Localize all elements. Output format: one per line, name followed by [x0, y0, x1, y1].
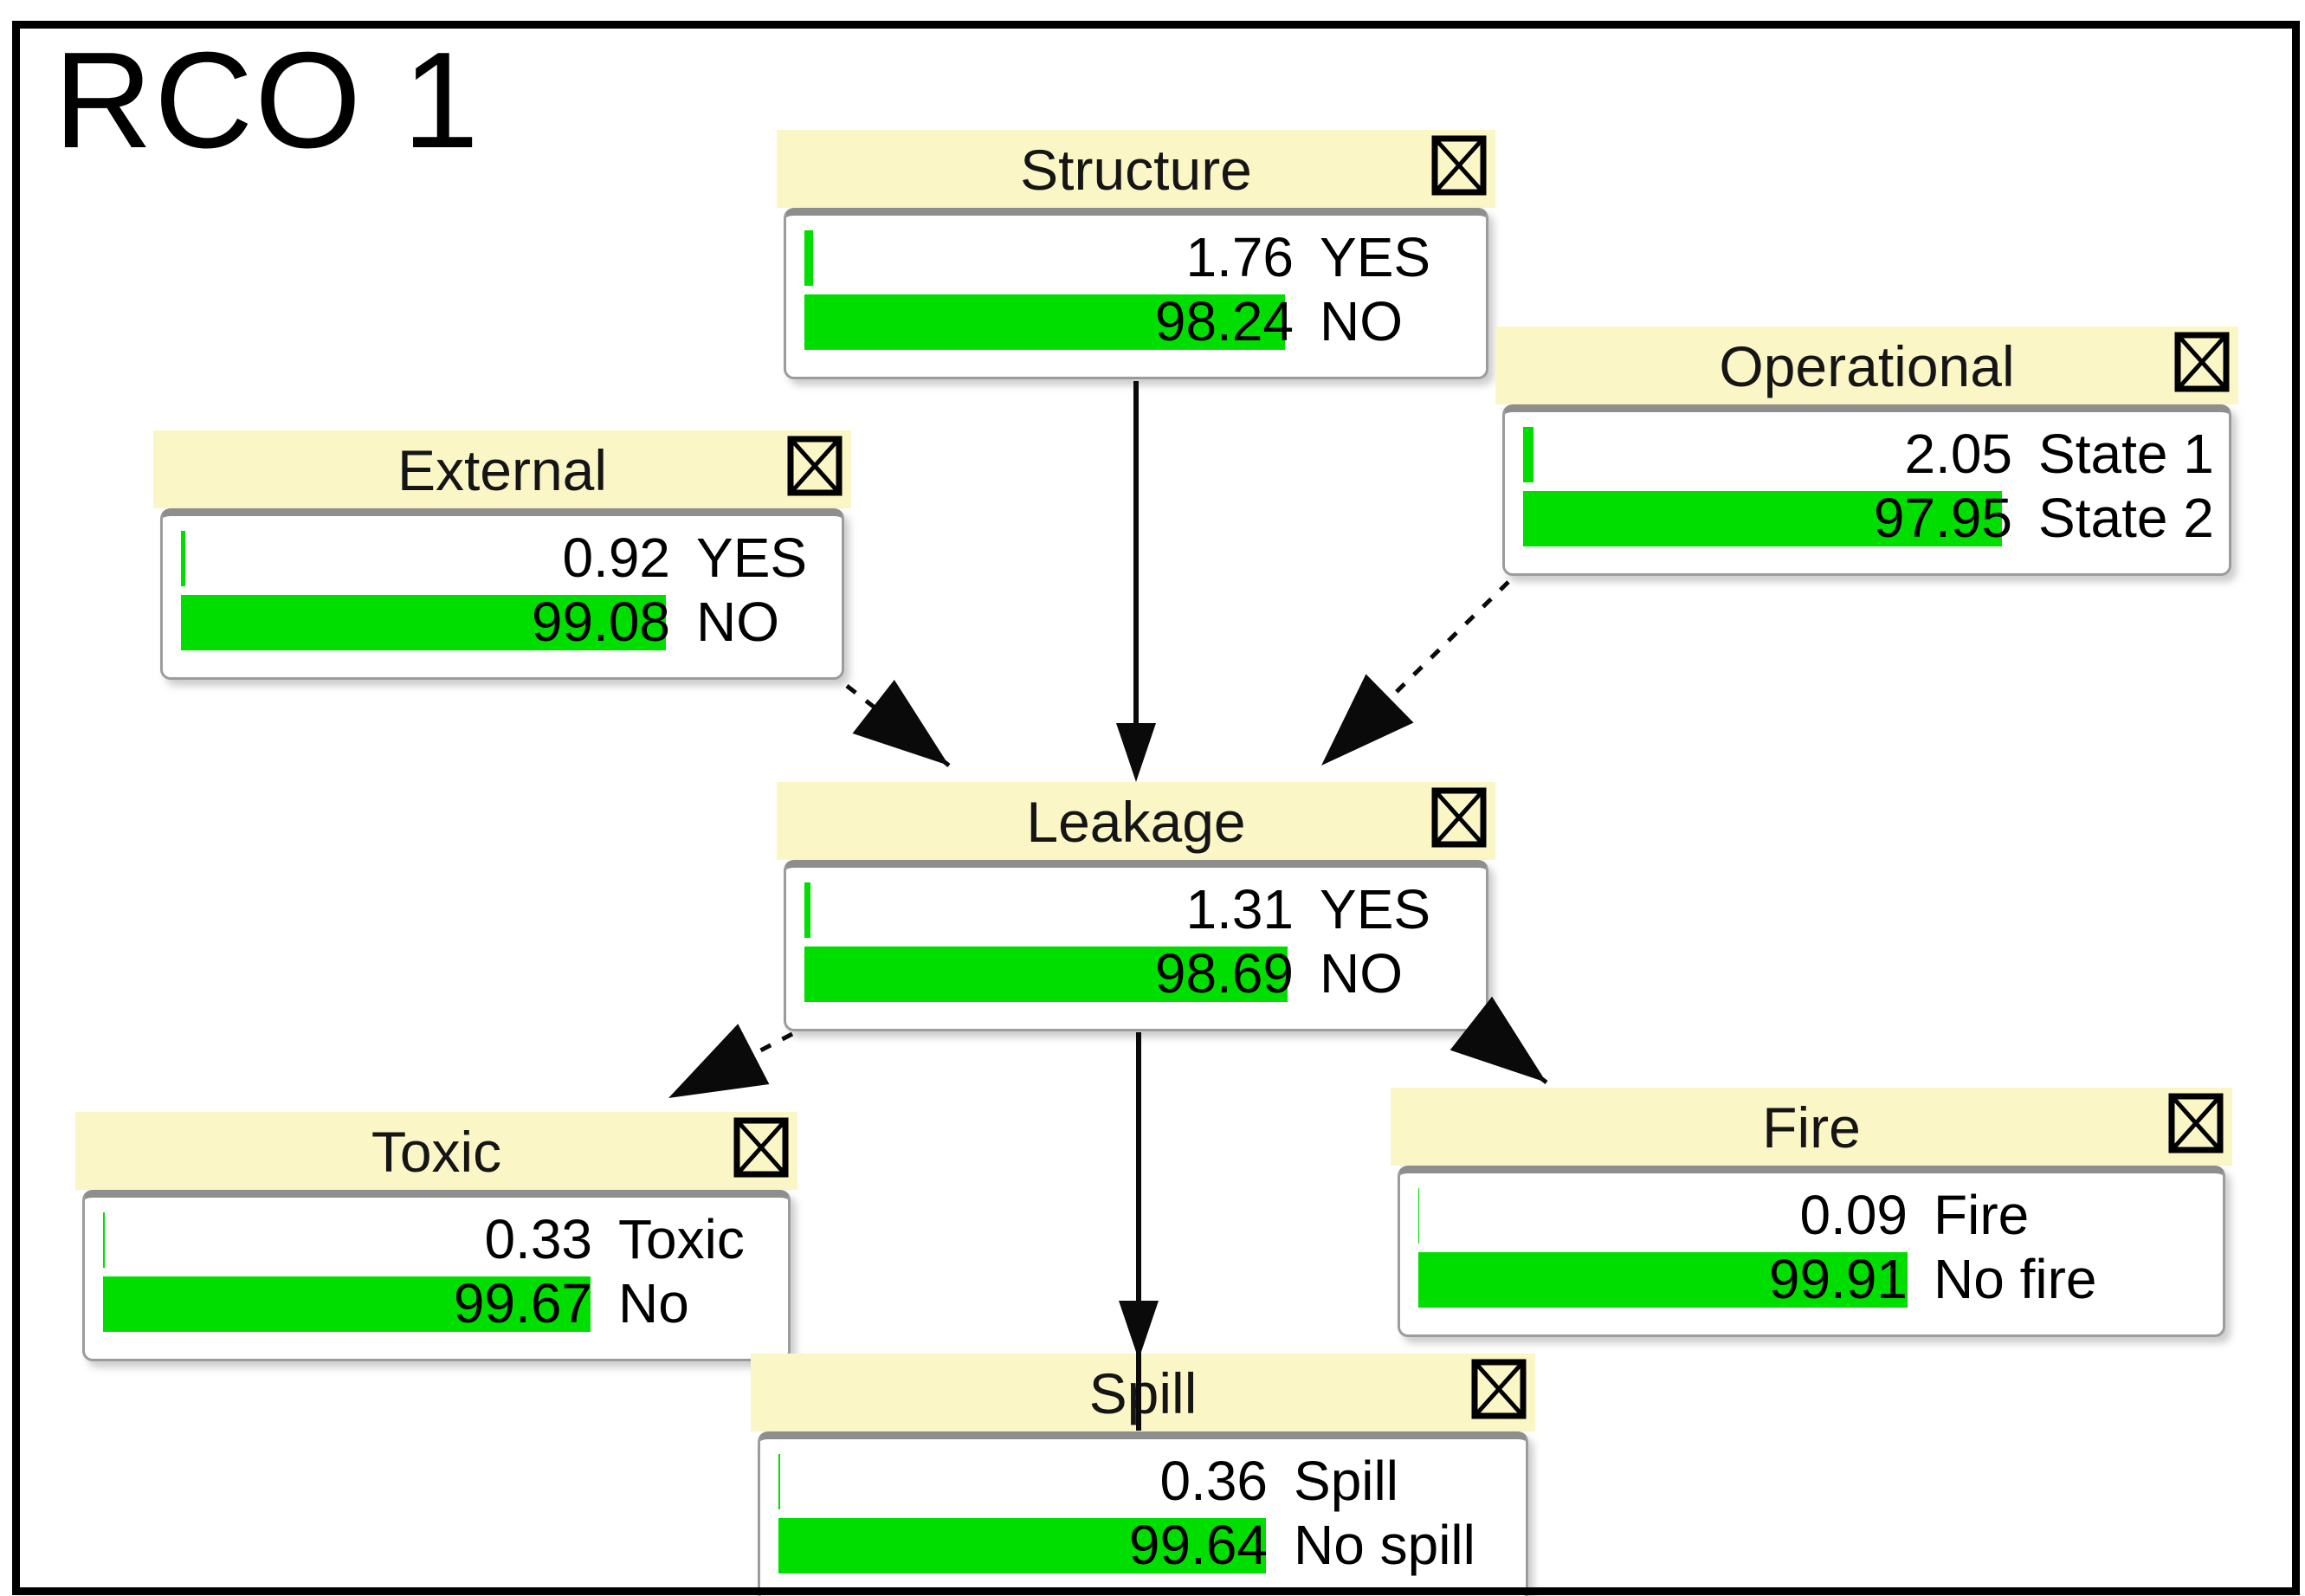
node-header[interactable]: Structure	[777, 130, 1495, 208]
node-toxic[interactable]: Toxic 0.33 Toxic 99.67 No	[75, 1112, 797, 1361]
state-label: NO	[696, 591, 779, 653]
edge-external-leakage	[845, 679, 951, 767]
state-label: Fire	[1934, 1184, 2030, 1246]
state-label: YES	[1320, 878, 1431, 940]
node-header[interactable]: Operational	[1495, 326, 2238, 404]
probability-bar	[804, 882, 811, 938]
node-body: 0.92 YES 99.08 NO	[160, 508, 844, 680]
state-row: 1.76 YES	[804, 226, 1486, 288]
state-row: 99.64 No spill	[778, 1514, 1526, 1576]
state-row: 2.05 State 1	[1523, 423, 2229, 484]
probability-bar	[1523, 427, 1533, 482]
node-body: 0.33 Toxic 99.67 No	[82, 1190, 791, 1361]
node-body: 1.76 YES 98.24 NO	[784, 208, 1488, 379]
state-probability: 0.09	[1799, 1184, 1908, 1246]
node-fire[interactable]: Fire 0.09 Fire 99.91 No fire	[1391, 1088, 2232, 1337]
node-header[interactable]: External	[153, 430, 851, 508]
edge-leakage-fire	[1450, 996, 1548, 1084]
probability-bar	[778, 1454, 780, 1509]
state-probability: 0.92	[562, 527, 670, 589]
state-row: 0.09 Fire	[1418, 1184, 2223, 1246]
probability-bar	[804, 230, 813, 286]
node-header[interactable]: Spill	[751, 1354, 1535, 1431]
state-label: No fire	[1934, 1248, 2097, 1310]
node-title: Spill	[1088, 1361, 1198, 1425]
state-probability: 0.33	[484, 1208, 592, 1270]
node-title: Toxic	[371, 1120, 502, 1184]
node-spill[interactable]: Spill 0.36 Spill 99.64 No spill	[751, 1354, 1535, 1596]
x-box-icon[interactable]	[2168, 1093, 2224, 1153]
node-leakage[interactable]: Leakage 1.31 YES 98.69 NO	[777, 782, 1495, 1031]
node-external[interactable]: External 0.92 YES 99.08 NO	[153, 430, 851, 680]
x-box-icon[interactable]	[1471, 1359, 1527, 1419]
node-body: 0.09 Fire 99.91 No fire	[1398, 1166, 2225, 1337]
state-label: NO	[1320, 290, 1403, 352]
state-row: 98.24 NO	[804, 290, 1486, 352]
state-label: YES	[696, 527, 808, 589]
state-label: NO	[1320, 942, 1403, 1005]
node-title: Structure	[1020, 138, 1252, 202]
state-row: 0.92 YES	[181, 527, 842, 588]
state-label: YES	[1320, 226, 1431, 288]
state-probability: 1.31	[1185, 878, 1294, 940]
state-probability: 99.08	[531, 591, 670, 653]
node-body: 0.36 Spill 99.64 No spill	[758, 1431, 1528, 1596]
edge-structure-leakage-arrowhead	[1116, 723, 1156, 782]
node-header[interactable]: Leakage	[777, 782, 1495, 860]
edge-operational-leakage	[1320, 580, 1510, 767]
state-label: No spill	[1294, 1514, 1475, 1576]
x-box-icon[interactable]	[787, 436, 843, 496]
node-body: 2.05 State 1 97.95 State 2	[1502, 404, 2231, 576]
probability-bar	[1418, 1252, 1908, 1308]
probability-bar	[778, 1518, 1266, 1573]
state-probability: 99.91	[1768, 1248, 1908, 1310]
probability-bar	[804, 947, 1288, 1002]
node-header[interactable]: Toxic	[75, 1112, 797, 1190]
probability-bar	[103, 1276, 591, 1332]
node-title: Fire	[1762, 1095, 1861, 1160]
state-probability: 2.05	[1904, 423, 2012, 485]
state-label: Spill	[1294, 1450, 1398, 1512]
state-probability: 0.36	[1159, 1450, 1268, 1512]
node-header[interactable]: Fire	[1391, 1088, 2232, 1166]
probability-bar	[103, 1212, 105, 1268]
state-row: 0.36 Spill	[778, 1450, 1526, 1512]
probability-bar	[181, 531, 186, 586]
state-probability: 1.76	[1185, 226, 1294, 288]
probability-bar	[1418, 1188, 1419, 1244]
state-probability: 98.69	[1154, 942, 1294, 1005]
state-row: 97.95 State 2	[1523, 487, 2229, 549]
node-title: Operational	[1719, 334, 2015, 398]
state-probability: 99.64	[1128, 1514, 1268, 1576]
node-structure[interactable]: Structure 1.76 YES 98.24 NO	[777, 130, 1495, 379]
state-label: State 2	[2038, 487, 2214, 549]
state-label: Toxic	[618, 1208, 745, 1270]
state-probability: 98.24	[1154, 290, 1294, 352]
probability-bar	[804, 294, 1286, 350]
node-title: External	[397, 438, 608, 502]
state-row: 99.91 No fire	[1418, 1248, 2223, 1310]
state-row: 0.33 Toxic	[103, 1208, 788, 1270]
diagram-title: RCO 1	[54, 24, 481, 177]
state-row: 1.31 YES	[804, 878, 1486, 940]
state-label: No	[618, 1272, 689, 1334]
edge-leakage-toxic	[667, 1024, 794, 1101]
node-title: Leakage	[1026, 790, 1246, 854]
probability-bar	[181, 595, 666, 650]
x-box-icon[interactable]	[733, 1117, 789, 1178]
state-row: 99.67 No	[103, 1272, 788, 1334]
state-row: 99.08 NO	[181, 591, 842, 652]
x-box-icon[interactable]	[1431, 135, 1487, 196]
x-box-icon[interactable]	[1431, 787, 1487, 848]
probability-bar	[1523, 491, 2003, 546]
edge-leakage-spill-arrowhead	[1119, 1301, 1159, 1360]
node-operational[interactable]: Operational 2.05 State 1 97.95 State 2	[1495, 326, 2238, 576]
state-label: State 1	[2038, 423, 2214, 485]
state-probability: 99.67	[453, 1272, 592, 1334]
state-row: 98.69 NO	[804, 943, 1486, 1004]
node-body: 1.31 YES 98.69 NO	[784, 860, 1488, 1031]
state-probability: 97.95	[1873, 487, 2012, 549]
x-box-icon[interactable]	[2174, 332, 2230, 392]
